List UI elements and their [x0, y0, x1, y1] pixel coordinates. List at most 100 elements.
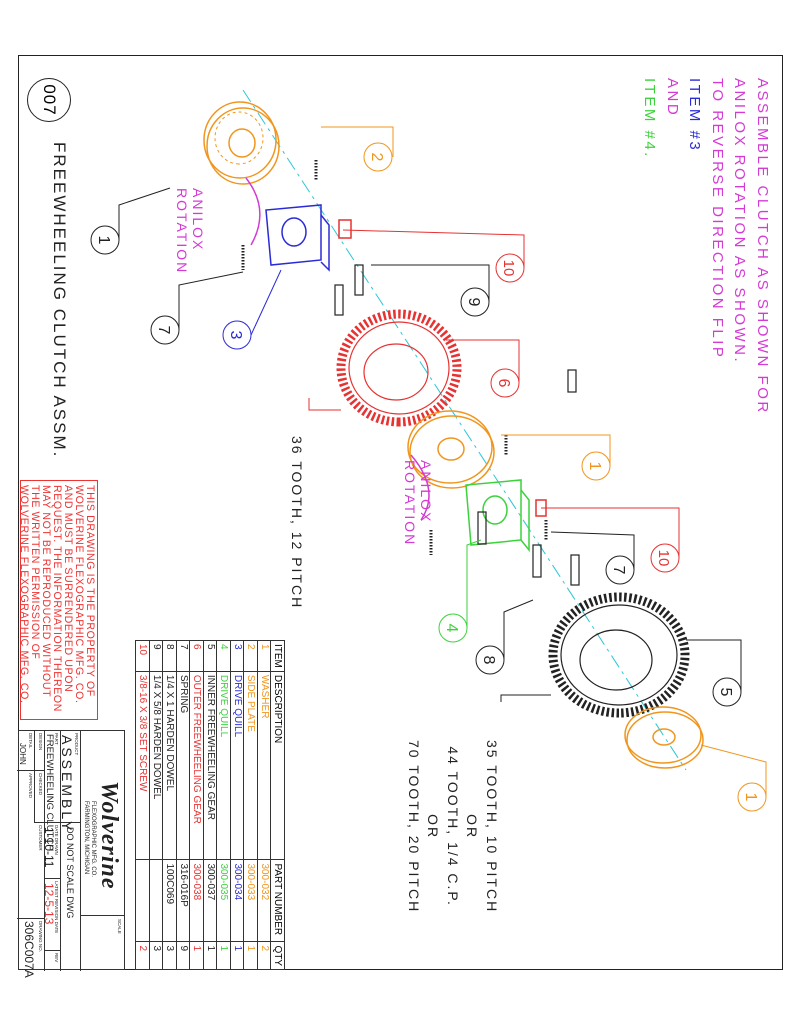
cell-qty: 1: [190, 941, 204, 970]
washer-part: [407, 410, 495, 489]
drive-quill-4-part: [465, 479, 530, 553]
header-description: DESCRIPTION: [271, 671, 285, 860]
cell-item: 1: [257, 640, 271, 672]
company-name: FLEXOGRAPHIC MFG. CO.: [90, 801, 96, 878]
company-logo-block: Wolverine FLEXOGRAPHIC MFG. CO. FARMINGT…: [80, 731, 124, 916]
product-cell: PRODUCT ASSEMBLY: [59, 731, 80, 833]
cell-description: 3/8-16 X 3/8 SET SCREW: [136, 671, 150, 860]
balloon-number: 6: [495, 379, 512, 388]
item-balloon-6: 6: [490, 368, 520, 398]
cell-description: DRIVE QUILL: [230, 671, 244, 860]
customer-cell: CUSTOMER: [17, 823, 44, 919]
anilox-label: ROTATION: [402, 460, 418, 546]
item-balloon-8: 8: [475, 645, 505, 675]
checked-label: CHECKED: [38, 773, 43, 796]
cell-item: 7: [176, 640, 190, 672]
centerline: [242, 89, 687, 771]
cell-qty: 1: [217, 941, 231, 970]
item-balloon-10: 10: [495, 253, 525, 283]
rev-label: REV: [54, 953, 59, 963]
item-balloon-1: 1: [90, 225, 120, 255]
cell-item: 5: [203, 640, 217, 672]
revision-date-cell: LATEST REVISION DATE 12-5-13: [42, 879, 60, 951]
springs: [241, 160, 548, 555]
design-cell: DESIGN: [34, 731, 44, 771]
revision-date-value: 12-5-13: [42, 883, 56, 925]
detail-cell: DETAIL JOHN: [17, 731, 34, 771]
cell-part-number: 300-034: [230, 859, 244, 942]
scale-note: DO NOT SCALE DWG: [65, 827, 75, 919]
balloon-number: 9: [465, 298, 482, 307]
cell-item: 9: [149, 640, 163, 672]
leader-lines: [118, 126, 767, 797]
cell-qty: 9: [176, 941, 190, 970]
customer-label: CUSTOMER: [38, 825, 43, 851]
company-location: FARMINGTON, MICHIGAN: [83, 801, 89, 875]
cell-item: 10: [136, 640, 150, 672]
date-drawn-value: 1-10-11: [42, 827, 56, 868]
drawing-number-cell: DRAWING NO. 306C007A: [17, 919, 44, 978]
cell-description: INNER FREEWHEELING GEAR: [203, 671, 217, 860]
cell-description: DRIVE QUILL: [217, 671, 231, 860]
item-balloon-1: 1: [737, 782, 767, 812]
notice-line: REQUEST. THE INFORMATION THEREON: [51, 485, 63, 712]
notice-line: MAY NOT BE REPRODUCED WITHOUT: [40, 485, 52, 698]
cell-part-number: [136, 859, 150, 942]
item-balloon-1: 1: [581, 451, 611, 481]
cell-part-number: 100C069: [163, 859, 177, 942]
item-balloon-2: 2: [363, 142, 393, 172]
item-balloon-5: 5: [712, 677, 742, 707]
design-label: DESIGN: [38, 733, 43, 751]
item-balloon-7: 7: [150, 315, 180, 345]
cell-part-number: 300-032: [257, 859, 271, 942]
scale-label: SCALE: [117, 919, 122, 934]
part-cell: PART FREEWHEELING CLUTCH: [44, 731, 60, 851]
dowel-pins: [334, 264, 580, 586]
cell-part-number: 300-037: [203, 859, 217, 942]
notice-line: THE WRITTEN PERMISSION OF: [29, 485, 41, 660]
scale-cell: SCALE: [80, 916, 124, 971]
cell-qty: 2: [257, 941, 271, 970]
balloon-number: 10: [655, 550, 672, 567]
approved-cell: APPROVED: [17, 771, 34, 823]
table-header-row: ITEM DESCRIPTION PART NUMBER QTY: [271, 640, 285, 970]
wolverine-logo: Wolverine: [96, 781, 122, 890]
drawing-number-label: DRAWING NO.: [38, 921, 43, 952]
product-value: ASSEMBLY: [59, 735, 75, 834]
title-block: Wolverine FLEXOGRAPHIC MFG. CO. FARMINGT…: [17, 730, 125, 978]
inner-freewheeling-gear-part: [548, 592, 690, 718]
item-balloon-10: 10: [650, 543, 680, 573]
balloon-number: 2: [368, 153, 385, 162]
scale-note-cell: DO NOT SCALE DWG: [60, 823, 80, 971]
balloon-number: 7: [155, 326, 172, 335]
proprietary-notice: THIS DRAWING IS THE PROPERTY OF WOLVERIN…: [18, 480, 98, 720]
cell-description: 1/4 X 5/8 HARDEN DOWEL: [149, 671, 163, 860]
anilox-label: ANILOX: [190, 188, 206, 251]
balloon-number: 10: [500, 260, 517, 277]
drive-quill-3-part: [265, 204, 330, 272]
item-balloon-3: 3: [222, 320, 252, 350]
notice-line: AND MUST BE SURRENDERED UPON: [62, 485, 74, 693]
header-part-number: PART NUMBER: [271, 859, 285, 942]
anilox-label: ANILOX: [418, 460, 434, 523]
anilox-label: ROTATION: [174, 188, 190, 274]
notice-line: WOLVERINE FLEXOGRAPHIC MFG. CO.: [18, 485, 30, 704]
cell-qty: 1: [203, 941, 217, 970]
balloon-number: 4: [443, 624, 460, 633]
item-balloon-7: 7: [605, 555, 635, 585]
balloon-number: 1: [586, 462, 603, 471]
cell-description: 1/4 X 1 HARDEN DOWEL: [163, 671, 177, 860]
balloon-number: 8: [480, 656, 497, 665]
balloon-number: 7: [610, 566, 627, 575]
